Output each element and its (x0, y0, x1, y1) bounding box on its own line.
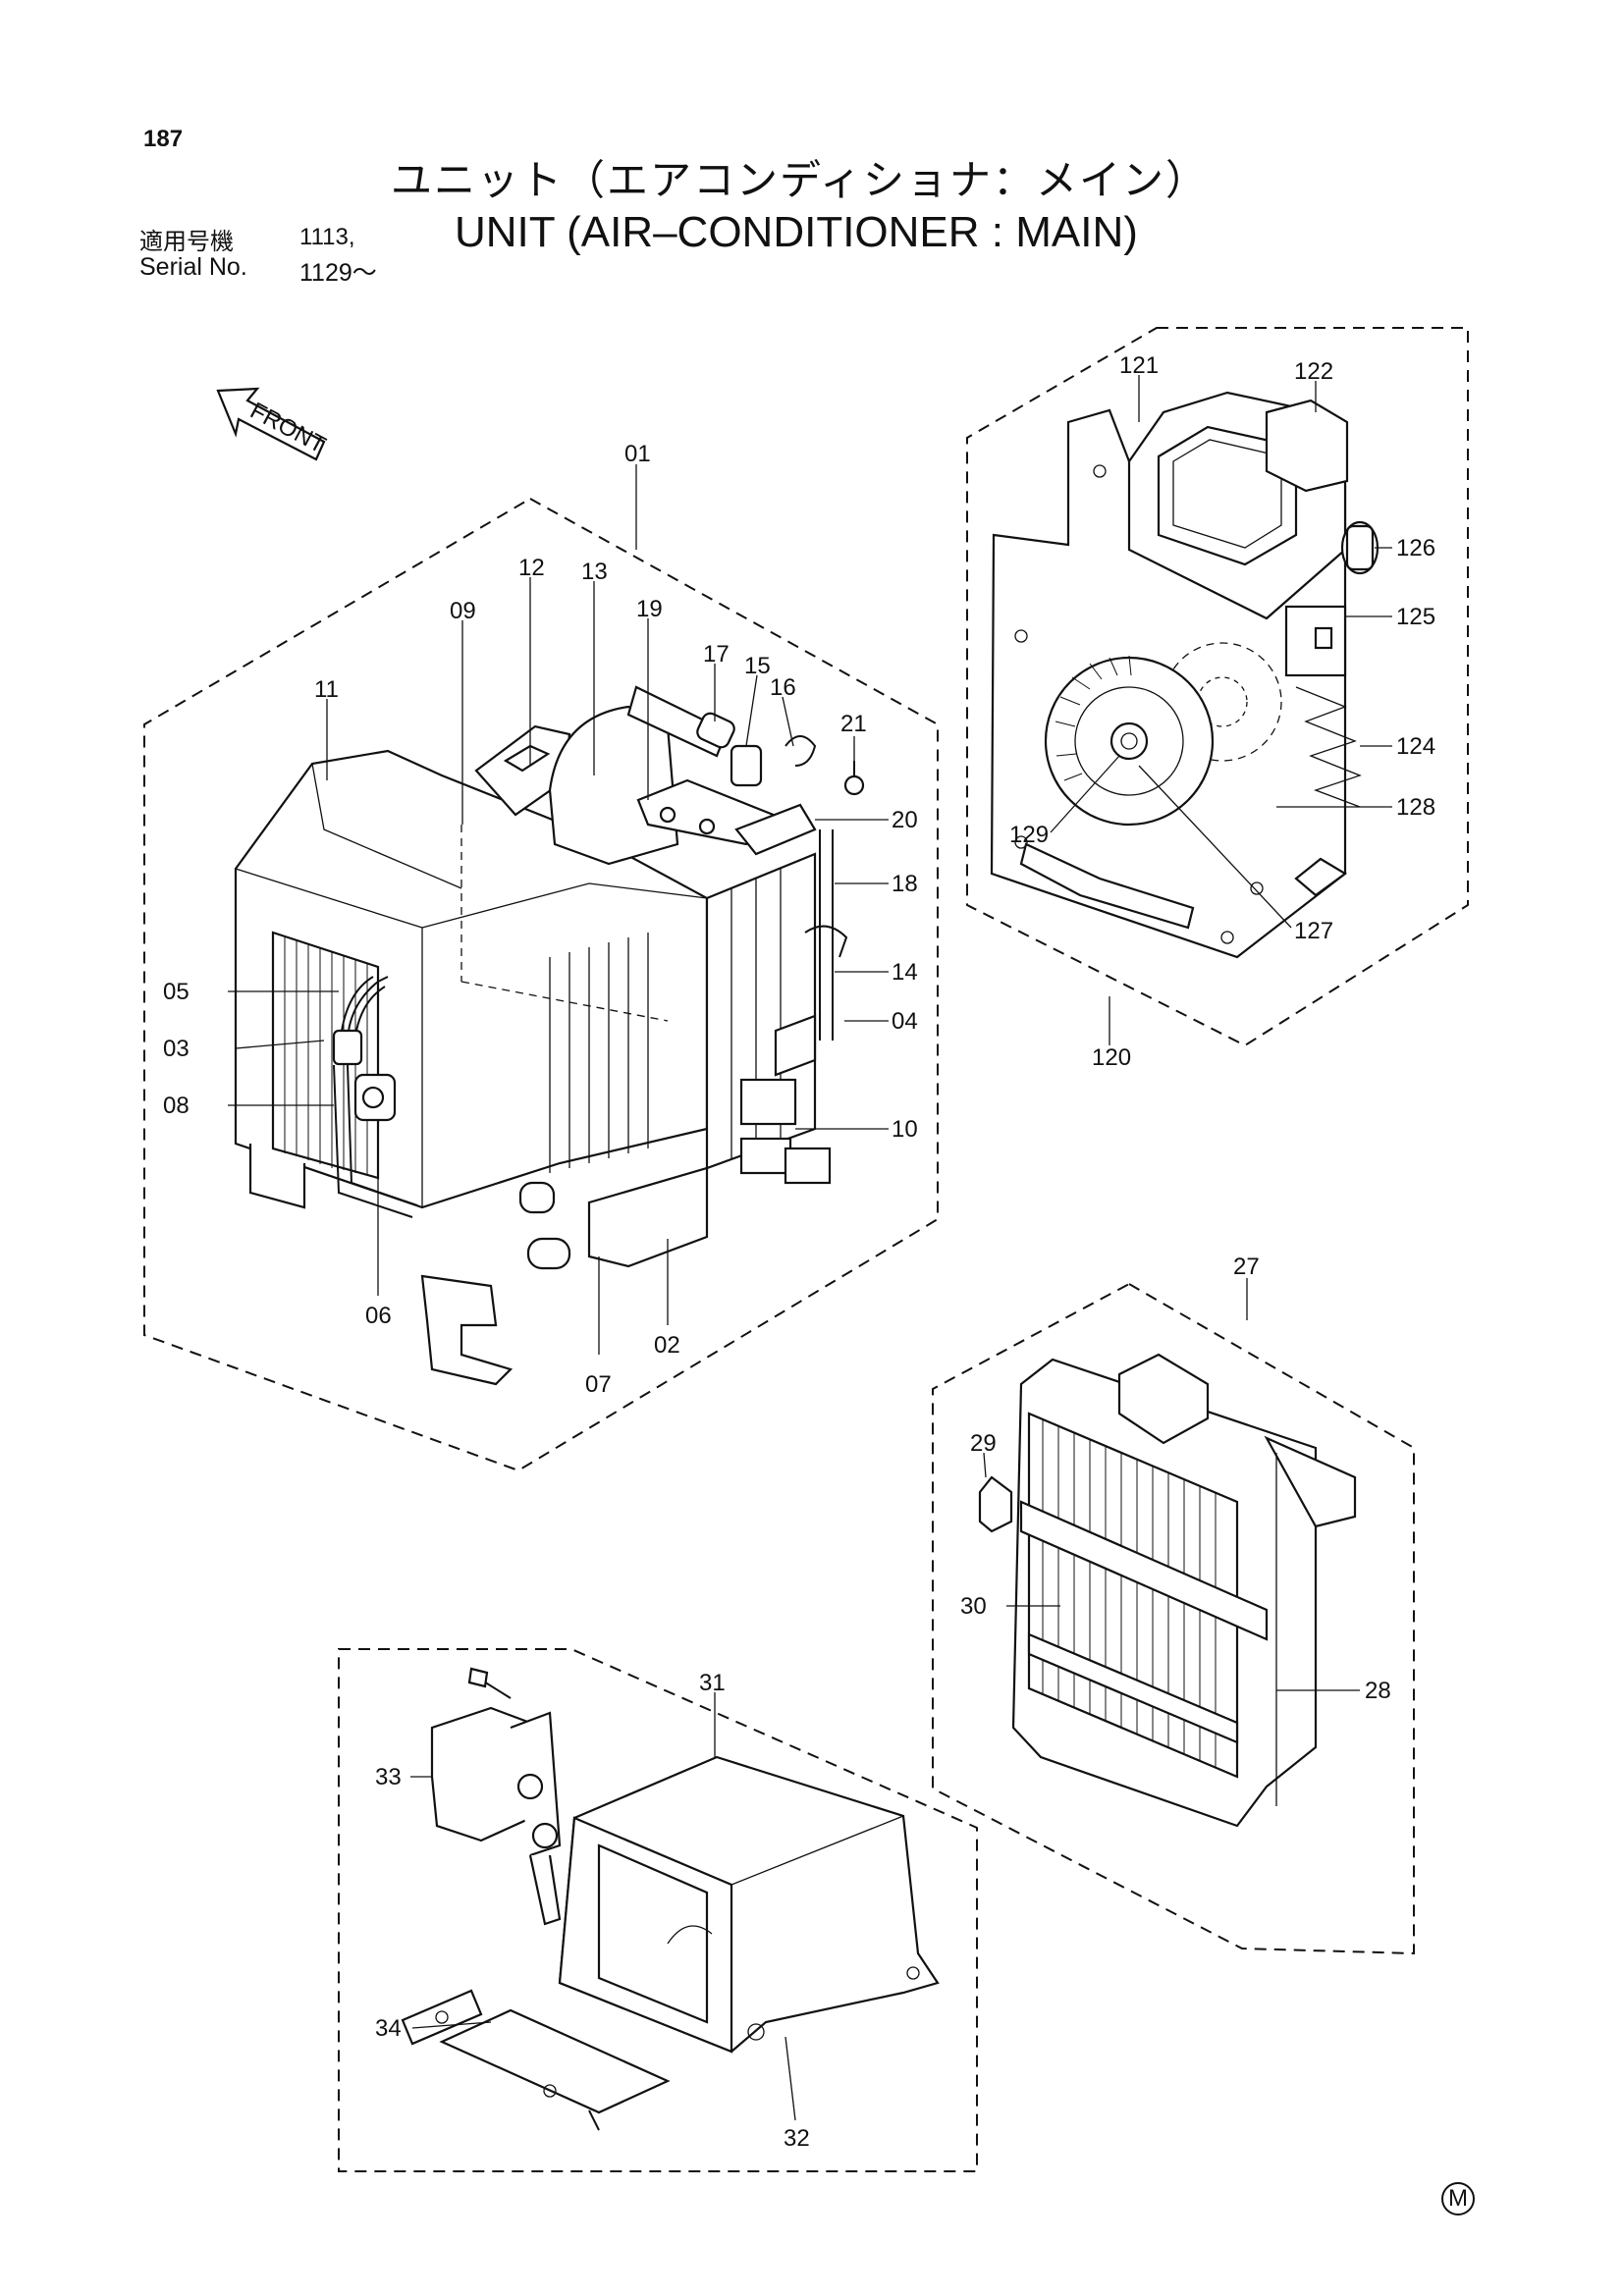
front-direction-arrow: FRONT (216, 387, 330, 461)
damper-part-34 (401, 1989, 671, 2131)
callout-121: 121 (1119, 352, 1159, 379)
page-title-english: UNIT (AIR–CONDITIONER : MAIN) (455, 208, 1138, 256)
callout-17: 17 (703, 641, 730, 667)
mounting-foot (1019, 842, 1347, 930)
callout-34: 34 (375, 2015, 402, 2042)
callout-125: 125 (1396, 604, 1435, 630)
motor-part-126 (1340, 520, 1380, 575)
duct-part-09 (460, 825, 669, 1022)
hub-part-129 (1109, 721, 1149, 761)
fitting-part-07 (518, 1181, 571, 1270)
spring-part-124 (1295, 686, 1362, 808)
callout-129: 129 (1009, 822, 1049, 848)
expansion-valve-part-15 (730, 744, 763, 787)
latch-part-29 (978, 1475, 1013, 1533)
callout-01: 01 (624, 441, 651, 467)
intake-duct-group: 31 32 33 34 (338, 1648, 978, 2172)
filter-group: 27 28 29 30 (932, 1254, 1415, 1955)
serial-number-value: 1129～ (299, 259, 377, 287)
callout-126: 126 (1396, 535, 1435, 561)
callout-31: 31 (699, 1670, 726, 1696)
cover-part-13 (548, 705, 679, 866)
callout-30: 30 (960, 1593, 987, 1620)
callout-16: 16 (770, 674, 796, 701)
resistor-part-125 (1284, 605, 1347, 677)
actuator-part-33 (430, 1667, 562, 1926)
main-unit-group: 01 02 03 04 05 06 07 08 09 10 11 12 13 1… (143, 441, 939, 1472)
callout-18: 18 (892, 871, 918, 897)
callout-122: 122 (1294, 358, 1333, 385)
page-number: 187 (143, 126, 184, 152)
callout-27: 27 (1233, 1254, 1260, 1280)
callout-02: 02 (654, 1332, 680, 1359)
bracket-part-04 (774, 1014, 817, 1077)
callout-29: 29 (970, 1430, 997, 1457)
clip-part-14 (804, 925, 848, 958)
applicable-model-label: 適用号機 (139, 228, 234, 255)
bracket-part-122 (1265, 399, 1349, 493)
case-part-12 (474, 724, 571, 817)
callout-12: 12 (518, 555, 545, 581)
callout-11: 11 (314, 676, 339, 703)
callout-13: 13 (581, 559, 608, 585)
callout-32: 32 (784, 2125, 810, 2152)
registered-mark: M (1441, 2182, 1475, 2216)
pipe-part-08 (333, 1064, 418, 1218)
callout-10: 10 (892, 1116, 918, 1143)
filter-element-part-30 (1019, 1412, 1269, 1779)
callout-19: 19 (636, 596, 663, 622)
callout-06: 06 (365, 1303, 392, 1329)
valve-part-06 (353, 1073, 397, 1122)
serial-number-label: Serial No. (139, 253, 247, 281)
callout-21: 21 (840, 711, 867, 737)
bolt-part-21 (843, 761, 865, 796)
callout-07: 07 (585, 1371, 612, 1398)
callout-128: 128 (1396, 794, 1435, 821)
callout-08: 08 (163, 1093, 189, 1119)
callout-09: 09 (450, 598, 476, 624)
clamp-part-16 (784, 735, 817, 767)
pipe-part-17 (626, 685, 735, 758)
relay-part-10 (739, 1078, 832, 1185)
pipe-part-18 (819, 829, 834, 1041)
plate-part-20 (734, 803, 817, 856)
callout-33: 33 (375, 1764, 402, 1790)
callout-124: 124 (1396, 733, 1435, 760)
callout-14: 14 (892, 959, 918, 986)
callout-28: 28 (1365, 1678, 1391, 1704)
callout-120: 120 (1092, 1044, 1131, 1071)
callout-127: 127 (1294, 918, 1333, 944)
callout-05: 05 (163, 979, 189, 1005)
page-title-japanese: ユニット（エアコンディショナ：メイン） (391, 156, 1210, 204)
blower-group: 120 121 122 124 125 126 127 128 129 (966, 327, 1469, 1071)
hose-part-05 (332, 976, 389, 1066)
callout-03: 03 (163, 1036, 189, 1062)
callout-20: 20 (892, 807, 918, 833)
applicable-model-value: 1113, (299, 224, 355, 250)
callout-04: 04 (892, 1008, 918, 1035)
duct-part-32 (558, 1755, 940, 2054)
callout-15: 15 (744, 653, 771, 679)
